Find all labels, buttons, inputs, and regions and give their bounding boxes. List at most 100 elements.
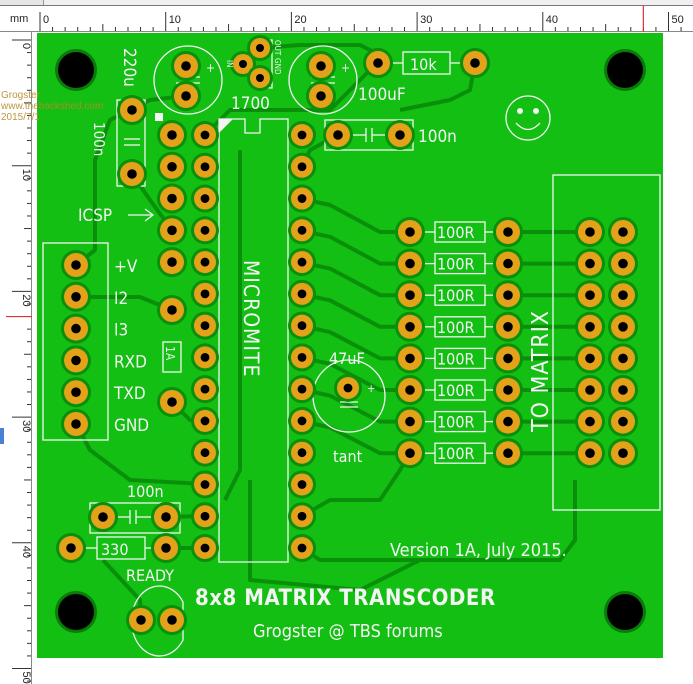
drill-hole	[181, 91, 191, 101]
watermark-line: www.thebackshed.com	[0, 101, 103, 112]
regulator-pin-out: OUT	[273, 40, 282, 56]
drill-hole	[405, 290, 415, 301]
drill-hole	[297, 162, 307, 172]
drill-hole	[585, 290, 595, 301]
ruler-label: 20	[294, 14, 306, 26]
drill-hole	[618, 385, 628, 395]
ruler-label: 40	[20, 546, 32, 558]
cap-100n-bottom-label: 100n	[127, 482, 164, 501]
drill-hole	[200, 480, 210, 489]
drill-hole	[297, 352, 307, 362]
drill-hole	[181, 61, 191, 71]
drill-hole	[256, 44, 264, 52]
icsp-arrow-icon	[128, 208, 155, 222]
regulator-pin-gnd: GND	[273, 58, 282, 75]
drill-hole	[127, 169, 137, 179]
drill-hole	[585, 258, 595, 269]
drill-hole	[618, 258, 628, 269]
drill-hole	[297, 225, 307, 235]
watermark: Grogster www.thebackshed.com 2015/7/1	[0, 90, 103, 123]
drill-hole	[618, 290, 628, 301]
drill-hole	[470, 58, 480, 68]
ruler-label: 40	[546, 14, 558, 26]
mounting-hole	[607, 52, 643, 88]
drill-hole	[200, 162, 210, 172]
cap-100n-top-label: 100n	[418, 127, 457, 147]
drill-hole	[297, 511, 307, 521]
drill-hole	[618, 353, 628, 364]
board-subtitle: Grogster @ TBS forums	[253, 621, 443, 642]
version-text: Version 1A, July 2015.	[390, 540, 567, 561]
pin-label: +V	[114, 257, 138, 277]
resistor-label: 100R	[437, 318, 474, 337]
pin-label: GND	[114, 416, 149, 436]
drill-hole	[167, 397, 177, 407]
drill-hole	[71, 292, 81, 302]
regulator-label: 1700	[231, 94, 270, 114]
cap-47uf-type-label: tant	[333, 447, 363, 466]
drill-hole	[297, 448, 307, 458]
drill-hole	[200, 352, 210, 362]
drill-hole	[71, 355, 81, 366]
resistor-label: 100R	[437, 223, 474, 242]
drill-hole	[200, 257, 210, 267]
cap-220u-label: 220u	[119, 48, 139, 87]
drill-hole	[200, 384, 210, 394]
drill-hole	[297, 257, 307, 267]
drill-hole	[167, 615, 177, 625]
cap-47uf-label: 47uF	[329, 349, 365, 368]
mounting-hole	[58, 594, 94, 630]
svg-text:+: +	[367, 382, 375, 395]
drill-hole	[167, 161, 177, 172]
matrix-connector-outline	[552, 174, 661, 511]
resistor-label: 100R	[437, 413, 474, 432]
drill-hole	[316, 61, 326, 71]
ruler-label: 10	[20, 169, 32, 181]
drill-hole	[200, 416, 210, 426]
toolbar-strip	[0, 0, 693, 6]
drill-hole	[503, 416, 513, 427]
toolbar-tab[interactable]	[0, 0, 44, 5]
drill-hole	[161, 543, 171, 553]
drill-hole	[343, 383, 353, 393]
drill-hole	[585, 227, 595, 237]
cap-220u-outline	[153, 45, 223, 115]
resistor-label: 100R	[437, 444, 474, 463]
res-330-label: 330	[101, 540, 128, 559]
ruler-label: 30	[20, 420, 32, 432]
pin-label: I2	[114, 289, 128, 309]
drill-hole	[405, 448, 415, 459]
drill-hole	[405, 385, 415, 395]
drill-hole	[373, 58, 383, 68]
drill-hole	[297, 130, 307, 140]
drill-hole	[503, 258, 513, 269]
drill-hole	[98, 512, 108, 522]
resistor-label: 100R	[437, 381, 474, 400]
drill-hole	[503, 227, 513, 237]
ruler-label: 20	[20, 294, 32, 306]
drill-hole	[297, 543, 307, 553]
drill-hole	[503, 353, 513, 364]
drill-hole	[503, 322, 513, 332]
pin-label: TXD	[113, 384, 146, 404]
drill-hole	[200, 511, 210, 521]
drill-hole	[503, 385, 513, 395]
drill-hole	[167, 257, 177, 267]
icsp-label: ICSP	[78, 206, 112, 226]
drill-hole	[127, 105, 137, 115]
silk-labels: 220u 100n OUT GND IN 1700 100uF 10k 100n…	[78, 40, 567, 642]
ruler-marker	[0, 428, 4, 444]
drill-hole	[585, 322, 595, 332]
drill-hole	[618, 416, 628, 427]
drill-hole	[297, 194, 307, 203]
drill-hole	[297, 416, 307, 426]
ruler-label: 50	[672, 14, 684, 26]
ruler-label: 0	[43, 14, 49, 26]
ic-outline	[218, 118, 289, 563]
drill-hole	[167, 193, 177, 204]
ruler-label: 10	[169, 14, 181, 26]
drill-hole	[503, 290, 513, 301]
